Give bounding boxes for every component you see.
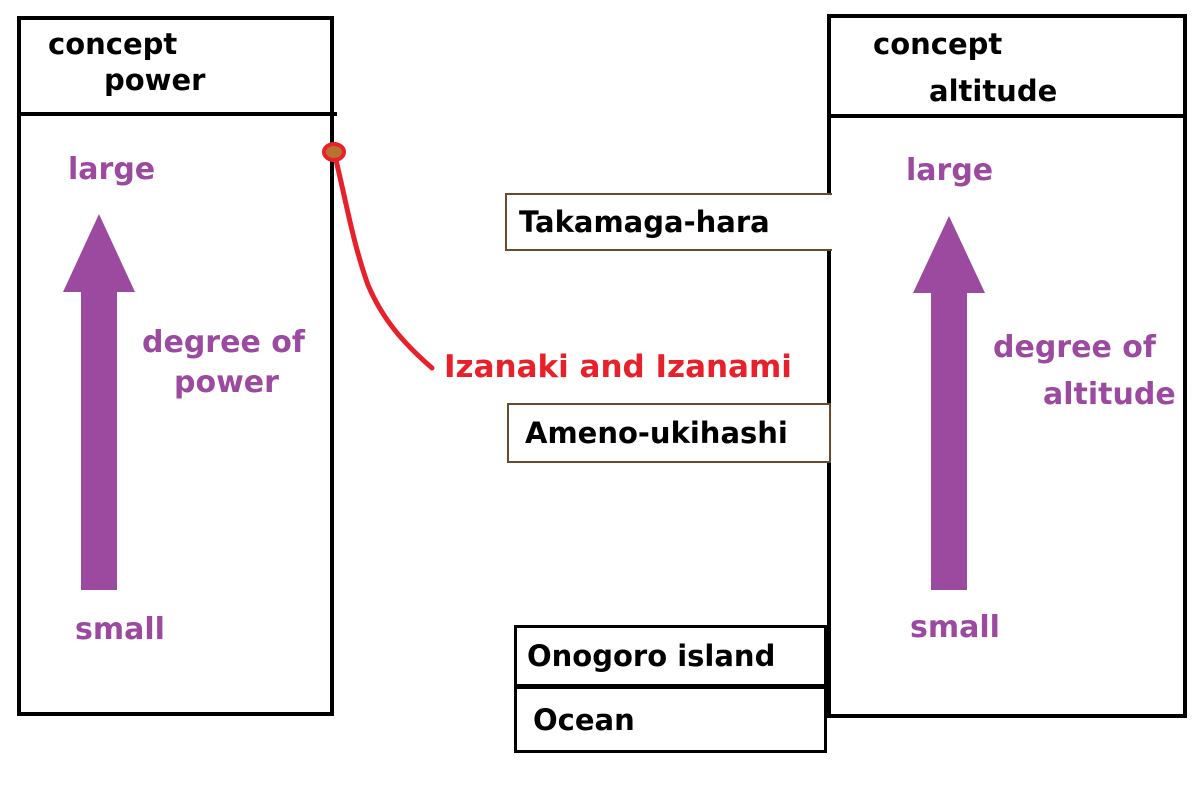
onogoro-island-label: Onogoro island xyxy=(527,639,776,673)
ocean-box: Ocean xyxy=(514,686,827,753)
ameno-ukihashi-box: Ameno-ukihashi xyxy=(507,403,831,463)
ameno-ukihashi-label: Ameno-ukihashi xyxy=(525,416,788,450)
power-small-label: small xyxy=(75,612,165,647)
power-large-label: large xyxy=(68,152,156,187)
altitude-axis-label-line2: altitude xyxy=(1043,377,1176,412)
power-panel-header-divider xyxy=(17,112,337,116)
altitude-panel xyxy=(827,14,1187,718)
izanaki-izanami-label: Izanaki and Izanami xyxy=(444,349,792,385)
altitude-panel-title-line2: altitude xyxy=(929,74,1058,108)
altitude-axis-label-line1: degree of xyxy=(993,330,1156,365)
power-axis-label-line1: degree of xyxy=(142,325,305,360)
power-panel xyxy=(17,16,334,716)
altitude-panel-title-line1: concept xyxy=(873,27,1003,61)
takamaga-hara-box: Takamaga-hara xyxy=(505,193,832,251)
power-upward-arrow xyxy=(63,214,135,590)
altitude-large-label: large xyxy=(906,153,994,188)
takamaga-hara-label: Takamaga-hara xyxy=(519,205,770,239)
power-axis-label-line2: power xyxy=(174,365,279,400)
altitude-small-label: small xyxy=(910,610,1000,645)
altitude-panel-header-divider xyxy=(827,114,1187,118)
power-panel-title-line1: concept xyxy=(48,27,178,61)
power-panel-title-line2: power xyxy=(104,63,206,97)
onogoro-island-box: Onogoro island xyxy=(514,625,827,687)
annotation-anchor-dot xyxy=(322,142,346,162)
altitude-upward-arrow xyxy=(913,216,985,590)
annotation-leader-line xyxy=(331,149,435,371)
ocean-label: Ocean xyxy=(533,702,635,737)
